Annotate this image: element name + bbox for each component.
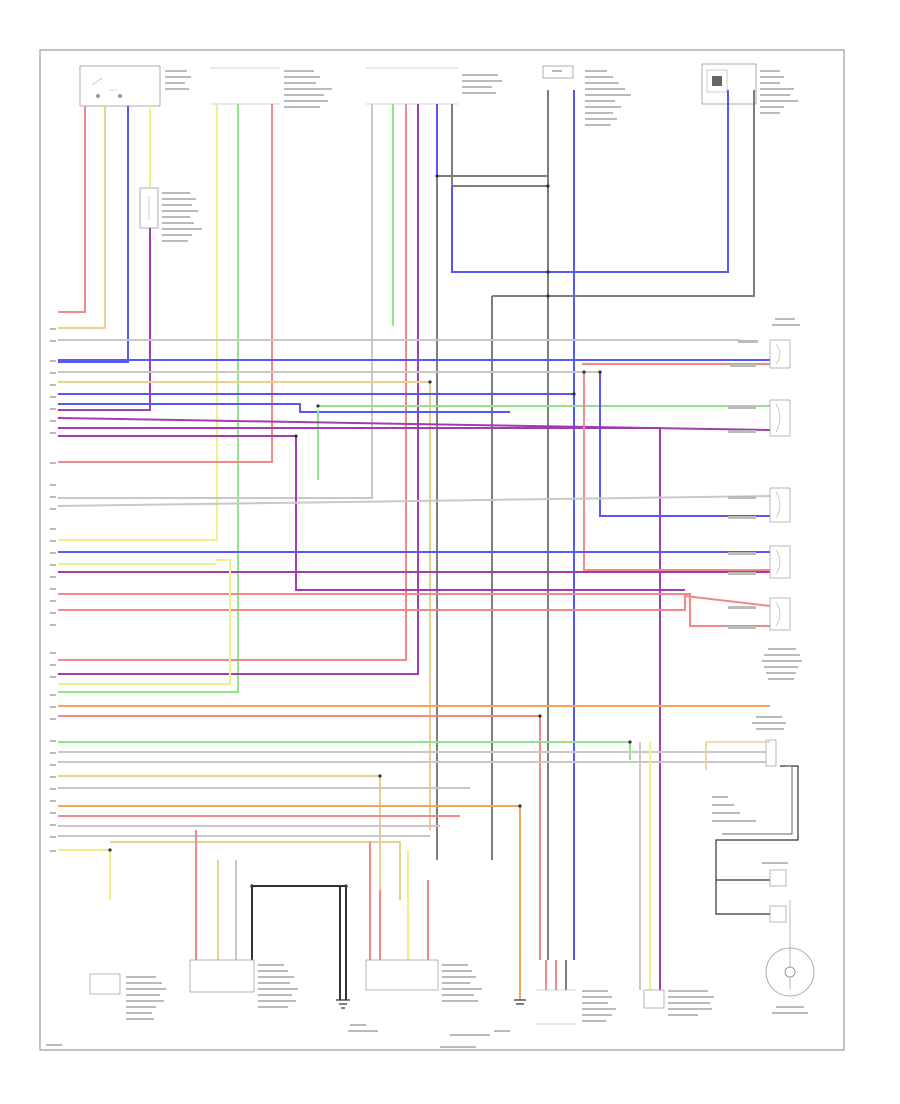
bottom-sensor-3 [365,959,482,1002]
top-left-relay-component [79,65,191,107]
top-connector-4 [542,65,631,126]
right-coil-component-5 [762,597,802,680]
footer-marks [46,1044,476,1048]
bottom-ground-2 [450,999,526,1036]
bottom-sensor-1 [89,973,166,1020]
bottom-ground-1 [336,999,378,1032]
right-coil-component-4 [769,545,791,579]
bottom-sensor-5 [643,989,714,1016]
top-right-sensor-component [701,63,798,114]
top-vertical-wires [58,90,755,960]
top-connector-2 [210,67,332,108]
junction-dots [108,174,632,888]
ignition-coil-component [705,716,799,923]
bottom-wires [195,742,661,1000]
right-coil-component-1 [769,318,800,369]
left-resistor-component [139,187,202,242]
diagram-frame [39,49,845,1051]
top-connector-3 [366,67,502,105]
bottom-sensor-4 [536,989,616,1025]
right-coil-component-2 [769,399,791,437]
distributor-component [765,900,815,1014]
left-connector-pins [50,328,56,852]
bottom-sensor-2 [189,959,298,1008]
right-coil-component-3 [769,487,791,523]
right-wire-labels [728,340,758,629]
horizontal-wires [57,339,771,960]
